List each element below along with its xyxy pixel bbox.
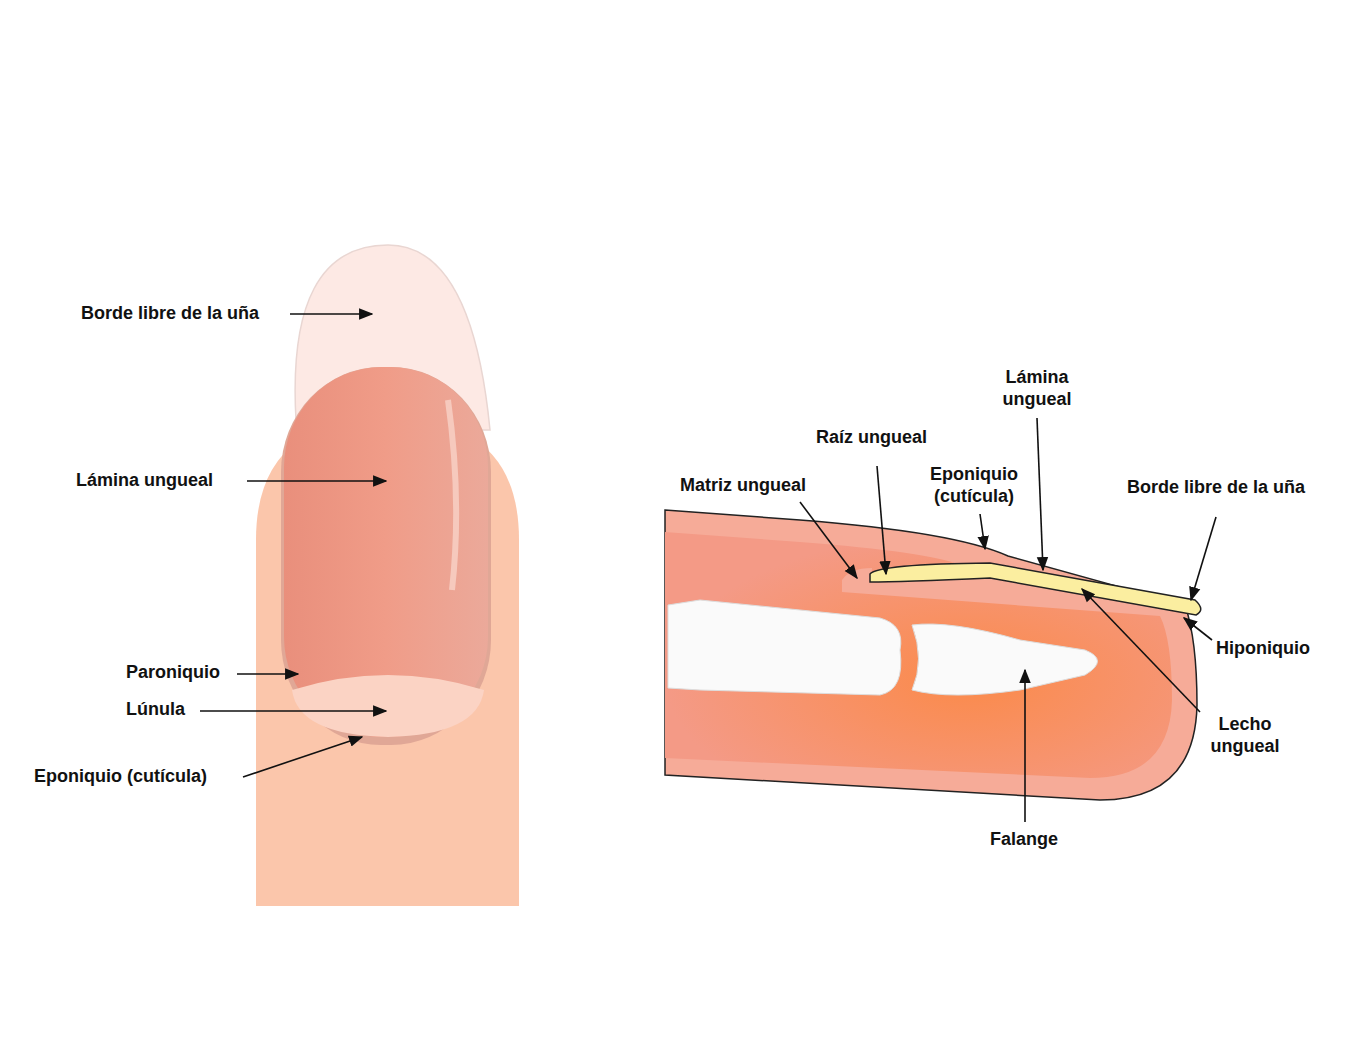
part-label: Lámina ungueal <box>76 469 213 491</box>
part-label: Matriz ungueal <box>680 474 806 496</box>
part-label: Hiponiquio <box>1216 637 1310 659</box>
part-label: Lecho ungueal <box>1200 713 1290 757</box>
part-label: Borde libre de la uña <box>1127 476 1305 498</box>
part-label: Lámina ungueal <box>982 366 1092 410</box>
part-label: Falange <box>990 828 1058 850</box>
part-label: Lúnula <box>126 698 185 720</box>
part-label: Paroniquio <box>126 661 220 683</box>
part-label: Raíz ungueal <box>816 426 927 448</box>
part-label: Borde libre de la uña <box>81 302 259 324</box>
part-label: Eponiquio (cutícula) <box>34 765 207 787</box>
part-label: Eponiquio (cutícula) <box>914 463 1034 507</box>
